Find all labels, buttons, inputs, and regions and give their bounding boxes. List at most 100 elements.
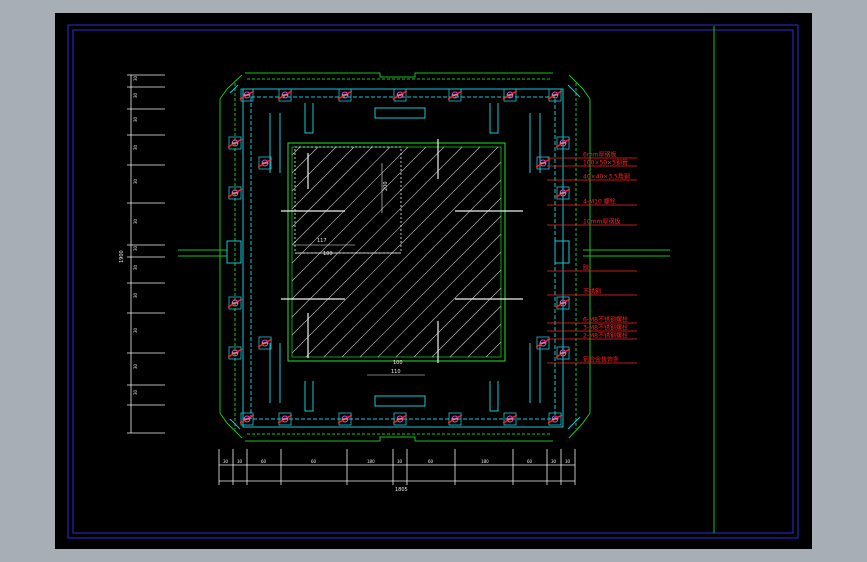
hatch-line xyxy=(413,269,502,358)
bottom-total-dimension: 1805 xyxy=(395,487,408,493)
bracket-plate xyxy=(393,88,407,102)
bottom-dim-label: 30 xyxy=(551,459,557,464)
annotation-label: 不锈钢 xyxy=(583,288,601,296)
hatch-line xyxy=(449,305,502,358)
left-dim-label: 30 xyxy=(133,327,138,333)
bracket-clusters xyxy=(227,88,571,426)
bracket-plate xyxy=(448,412,462,426)
center-dimensions: 117 100 110 100 200 xyxy=(293,163,425,376)
left-dim-label: 30 xyxy=(133,292,138,298)
bottom-dimension-chain: 30 30 60 60 180 30 60 180 60 30 30 xyxy=(218,449,576,485)
bottom-dim-label: 60 xyxy=(261,459,267,464)
concrete-core xyxy=(287,142,506,362)
bracket-plate xyxy=(548,88,562,102)
annotation-label: 100×50×5钢管 xyxy=(583,159,628,167)
hatch-line xyxy=(341,197,502,358)
annotation-label: 4-M10 螺栓 xyxy=(583,198,616,206)
drawing-frame-inner xyxy=(72,29,794,534)
bracket-plate xyxy=(536,336,550,350)
annotation-label: 3-M8不锈钢螺栓 xyxy=(583,324,628,332)
annotation-label: 10mm厚钢板 xyxy=(583,218,620,226)
left-dim-label: 30 xyxy=(133,363,138,369)
hatch-line xyxy=(291,146,391,246)
wall-stubs xyxy=(178,240,670,264)
bracket-plate xyxy=(240,412,254,426)
bottom-dim-label: 30 xyxy=(565,459,571,464)
annotation-label: 胶 xyxy=(583,264,589,272)
anchor-bolts xyxy=(281,139,523,363)
bottom-dim-label: 180 xyxy=(481,459,489,464)
left-dim-label: 30 xyxy=(133,264,138,270)
bracket-plate xyxy=(228,296,242,310)
hatch-line xyxy=(467,323,502,358)
annotation-label: 2-M8不锈钢螺栓 xyxy=(583,332,628,340)
dim-e: 200 xyxy=(383,181,389,191)
bracket-plate xyxy=(556,296,570,310)
bracket-plate xyxy=(503,412,517,426)
bottom-dim-label: 30 xyxy=(237,459,243,464)
dim-a: 117 xyxy=(317,238,327,244)
dim-d: 100 xyxy=(393,360,403,366)
hatch-line xyxy=(431,287,502,358)
hatch-line xyxy=(291,146,409,264)
hatch-line xyxy=(377,233,502,358)
left-dim-label: 30 xyxy=(133,116,138,122)
annotation-label: 铝合金装饰条 xyxy=(583,356,619,364)
left-dimension-chain: 30 30 30 30 30 30 30 30 30 30 30 30 xyxy=(127,74,165,434)
left-dim-label: 30 xyxy=(133,389,138,395)
left-dim-label: 30 xyxy=(133,245,138,251)
hatch-line xyxy=(291,146,301,156)
bottom-dim-label: 60 xyxy=(428,459,434,464)
bracket-plate xyxy=(338,412,352,426)
hatch-line xyxy=(291,146,427,282)
dim-c: 110 xyxy=(391,369,401,375)
annotation-label: 6mm厚钢板 xyxy=(583,151,617,159)
bottom-dim-label: 60 xyxy=(527,459,533,464)
bracket-plate xyxy=(278,412,292,426)
left-dim-label: 30 xyxy=(133,178,138,184)
bracket-plate xyxy=(393,412,407,426)
bottom-dim-label: 30 xyxy=(397,459,403,464)
annotation-label: 40×40×3.5角钢 xyxy=(583,173,630,181)
hatch-line xyxy=(291,146,499,354)
hatch-line xyxy=(291,146,319,174)
bracket-plate xyxy=(258,156,272,170)
bracket-plate xyxy=(338,88,352,102)
left-dim-label: 30 xyxy=(133,75,138,81)
hatch-line xyxy=(395,251,502,358)
bottom-dim-label: 60 xyxy=(311,459,317,464)
bracket-plate xyxy=(278,88,292,102)
bracket-plate xyxy=(556,346,570,360)
bracket-plate xyxy=(548,412,562,426)
hatch-line xyxy=(291,146,355,210)
drawing-frame-outer xyxy=(67,24,799,539)
hatch-line xyxy=(291,146,445,300)
bracket-plate xyxy=(240,88,254,102)
hatch-line xyxy=(323,179,502,358)
dim-b: 100 xyxy=(323,251,333,257)
hatch-line xyxy=(291,146,481,336)
bracket-plate xyxy=(536,156,550,170)
left-dim-label: 30 xyxy=(133,218,138,224)
bracket-plate xyxy=(556,186,570,200)
hatch-line xyxy=(291,146,373,228)
hatch-line xyxy=(485,341,502,358)
bracket-plate xyxy=(228,136,242,150)
bracket-plate xyxy=(556,136,570,150)
bracket-plate xyxy=(503,88,517,102)
steel-frame-ring xyxy=(242,88,564,428)
bracket-plate xyxy=(448,88,462,102)
column-cladding xyxy=(219,72,591,442)
left-dim-label: 30 xyxy=(133,144,138,150)
hatch-line xyxy=(291,146,337,192)
bottom-dim-label: 30 xyxy=(223,459,229,464)
left-dim-label: 30 xyxy=(133,92,138,98)
hatch-line xyxy=(359,215,502,358)
bottom-dim-label: 180 xyxy=(367,459,375,464)
bracket-plate xyxy=(258,336,272,350)
bracket-plate xyxy=(228,186,242,200)
annotation-label: 6-M8不锈钢螺栓 xyxy=(583,316,628,324)
